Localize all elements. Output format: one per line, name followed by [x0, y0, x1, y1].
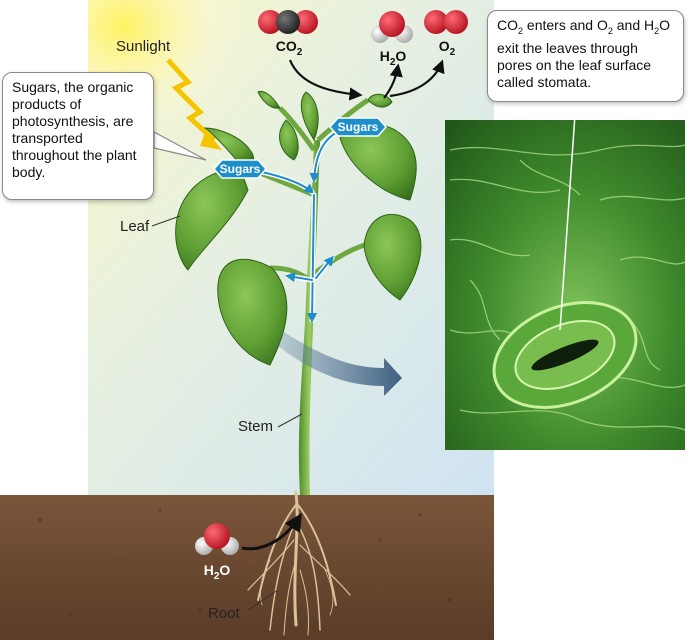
sugars-label-lower: Sugars: [219, 162, 261, 176]
stem-label: Stem: [238, 418, 274, 435]
leaf-leader: [151, 215, 181, 227]
stomata-leader: [559, 99, 577, 331]
sugars-tag-lower: [212, 159, 268, 179]
leaf-left-big: [175, 167, 249, 271]
sugars-callout-pointer: [153, 130, 207, 161]
h2o-top-label: H2O: [379, 48, 407, 68]
o2-outflow-arrow: [389, 59, 445, 98]
sugars-callout: Sugars, the organic products of photosyn…: [2, 72, 154, 200]
h2o-uptake-arrow: [241, 512, 302, 551]
sugars-label-upper: Sugars: [337, 120, 379, 134]
side-branch-right: [310, 242, 366, 278]
o2-molecule: [424, 10, 468, 34]
sunlight-ray-head: [200, 130, 222, 150]
leaf-top-left: [257, 90, 281, 109]
leaf-left-lower: [217, 258, 288, 366]
stomata-callout-text: CO2 enters and O2 and H2O exit the leave…: [497, 17, 671, 90]
soil-texture: [38, 508, 452, 617]
h2o-molecule-root: [195, 523, 239, 555]
co2-label: CO2: [275, 38, 303, 58]
leaf-top-center: [300, 91, 319, 142]
leaves: [175, 90, 422, 366]
stomata-callout: CO2 enters and O2 and H2O exit the leave…: [487, 10, 684, 102]
root-leader: [247, 589, 279, 611]
co2-inflow-arrow: [288, 59, 363, 101]
stem-leader: [277, 413, 303, 428]
leaf-label: Leaf: [120, 218, 150, 235]
sunlight-ray: [166, 58, 216, 142]
roots: [247, 490, 351, 636]
sugars-callout-text: Sugars, the organic products of photosyn…: [12, 79, 137, 180]
leaf-right-lower: [363, 213, 422, 301]
leaf-top-right: [367, 93, 393, 108]
sugars-tag-upper: [328, 117, 388, 137]
upper-branch: [278, 106, 317, 152]
o2-label: O2: [438, 38, 456, 58]
co2-molecule: [258, 10, 318, 34]
zoom-arrow: [278, 332, 402, 396]
stoma-micrograph: [445, 120, 686, 450]
root-label: Root: [208, 605, 240, 622]
soil: [0, 495, 494, 640]
sunlight-label: Sunlight: [116, 38, 171, 55]
h2o-molecule-top: [371, 11, 413, 43]
h2o-outflow-arrow: [383, 63, 403, 99]
leaf-center: [279, 119, 299, 161]
h2o-root-label: H2O: [203, 562, 231, 582]
